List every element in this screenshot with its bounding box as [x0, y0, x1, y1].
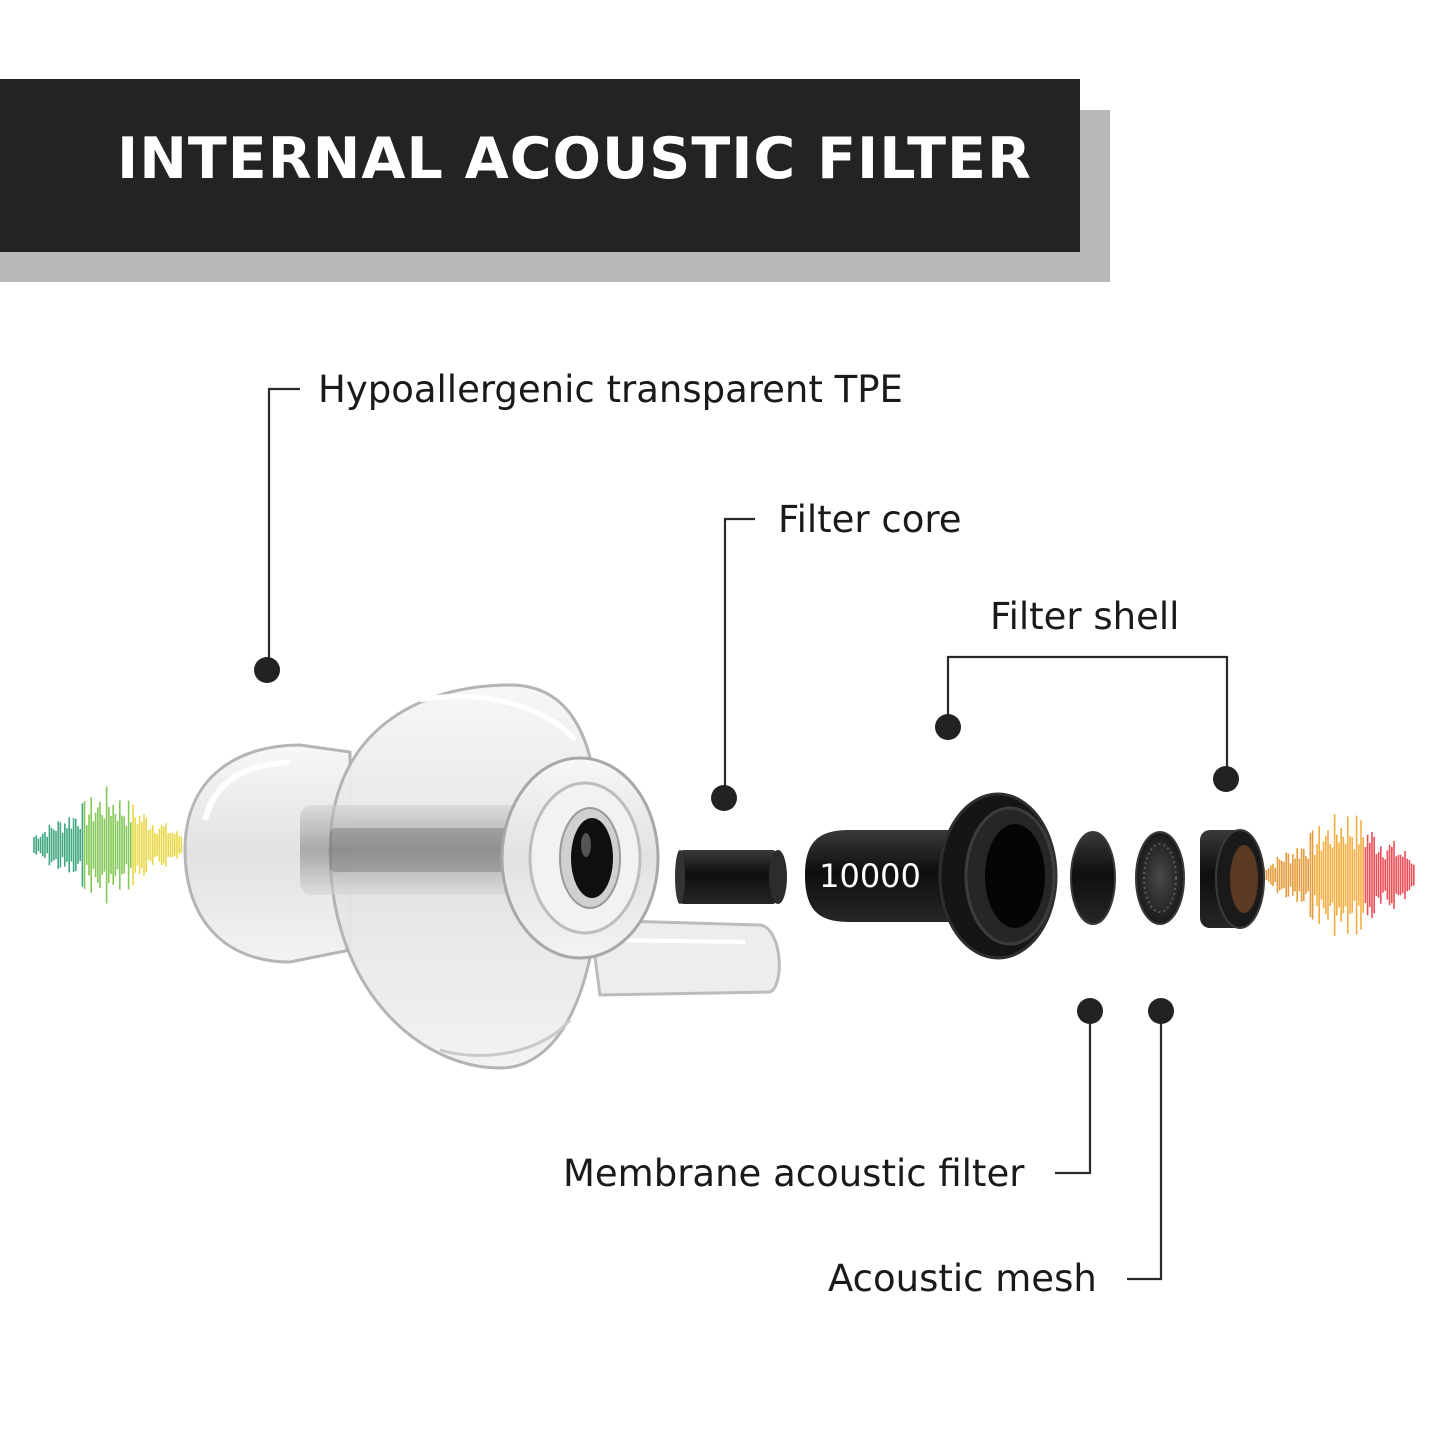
callout-dot-core — [711, 785, 737, 811]
label-membrane: Membrane acoustic filter — [563, 1152, 1025, 1195]
callout-dot-shell-right — [1213, 766, 1239, 792]
filter-body: 10000 — [805, 792, 1058, 960]
sound-wave-left — [33, 786, 183, 904]
label-filter-core: Filter core — [778, 498, 962, 541]
callout-dot-membrane — [1077, 998, 1103, 1024]
transparent-tpe-earplug — [183, 683, 781, 1070]
acoustic-mesh-disc — [1135, 831, 1185, 925]
membrane-disc — [1070, 831, 1116, 925]
filter-shell-cap — [1200, 829, 1265, 929]
sound-wave-right — [1261, 814, 1415, 936]
label-mesh: Acoustic mesh — [828, 1257, 1097, 1300]
label-tpe: Hypoallergenic transparent TPE — [318, 368, 903, 411]
filter-core — [675, 850, 787, 904]
title-banner — [0, 79, 1080, 252]
label-filter-shell: Filter shell — [990, 595, 1180, 638]
callout-dot-mesh — [1148, 998, 1174, 1024]
callout-dot-tpe — [254, 657, 280, 683]
callout-dot-shell-left — [935, 714, 961, 740]
leader-lines — [267, 387, 1229, 1281]
filter-value-label: 10000 — [819, 857, 921, 895]
callout-dots — [254, 657, 1239, 1024]
page-title: INTERNAL ACOUSTIC FILTER — [117, 126, 1032, 192]
